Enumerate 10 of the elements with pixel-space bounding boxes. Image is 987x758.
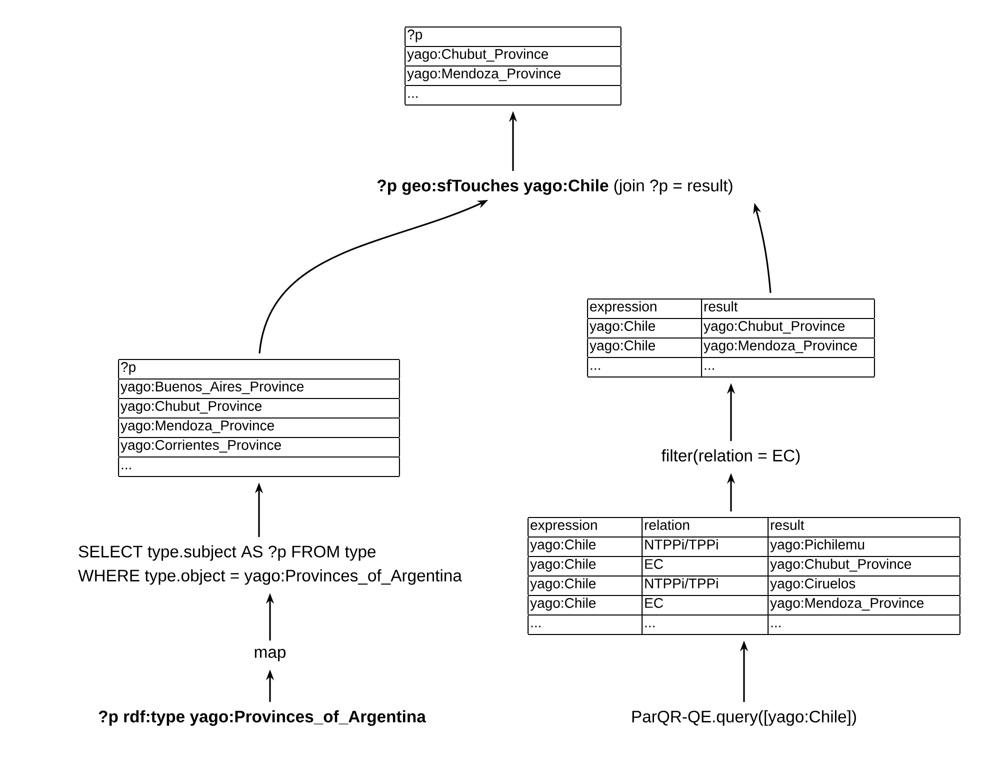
query-text: SELECT type.subject AS ?p FROM type WHERE type.object = yago:Provinces_of_Argentina (78, 545, 462, 585)
data-table: ?p yago:Buenos_Aires_Province yago:Chubut_Province yago:Mendoza_Province yago:Corrientes_Province ... (118, 359, 400, 478)
query-text: ?p rdf:type yago:Provinces_of_Argentina (98, 710, 426, 726)
query-text: ParQR-QE.query([yago:Chile]) (632, 710, 856, 726)
data-table: expression result yago:Chile yago:Chubut_Province yago:Chile yago:Mendoza_Province ... ... (587, 298, 875, 378)
query-text: map (254, 648, 286, 662)
query-text: ?p geo:sfTouches yago:Chile (join ?p = result) (377, 179, 732, 195)
data-table: ?p yago:Chubut_Province yago:Mendoza_Province ... (404, 26, 622, 106)
data-table: expression relation result yago:Chile NTPPi/TPPi yago:Pichilemu yago:Chile EC yago:Chubut_Province yago:Chile NTPPi/TPPi yago:Ciruelos yago:Chile EC yago:Mendoza_Province ... ... ... (528, 517, 960, 636)
query-text: filter(relation = EC) (662, 449, 800, 465)
